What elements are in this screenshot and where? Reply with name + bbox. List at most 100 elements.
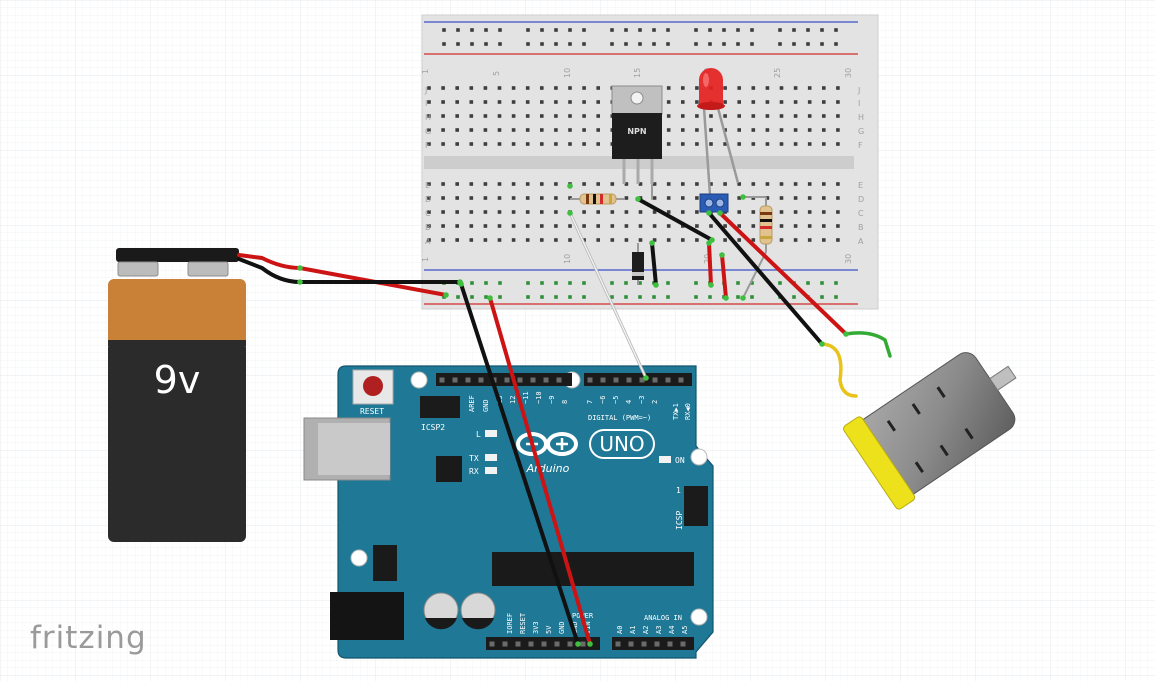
breadboard-hole <box>596 224 600 228</box>
resistor-horizontal[interactable] <box>570 193 625 205</box>
breadboard-hole <box>822 86 826 90</box>
breadboard-hole <box>624 238 629 242</box>
header-hole <box>667 641 673 647</box>
breadboard-hole <box>497 142 502 146</box>
battery-9v[interactable]: 9v <box>108 248 246 542</box>
breadboard-hole <box>765 100 770 104</box>
analog-header[interactable] <box>612 637 694 650</box>
pin-label-vin: VIN <box>584 621 592 634</box>
vin-wire-arduino <box>488 296 592 646</box>
row-letter-D-left: D <box>425 195 431 204</box>
breadboard-hole <box>511 128 516 132</box>
wire-end-marker <box>643 375 649 381</box>
breadboard-hole <box>694 42 698 46</box>
breadboard-hole <box>681 210 685 214</box>
wire-end-marker <box>843 331 849 337</box>
motor-wire-black <box>707 211 824 346</box>
breadboard-hole <box>596 86 600 90</box>
breadboard-hole <box>483 128 488 132</box>
breadboard-hole <box>666 295 670 299</box>
breadboard-hole <box>793 86 798 90</box>
row-letter-F-left: F <box>425 141 430 150</box>
breadboard-hole <box>638 295 642 299</box>
breadboard-hole <box>456 42 460 46</box>
wire-end-marker <box>567 210 573 216</box>
breadboard-hole <box>793 114 798 118</box>
breadboard-hole <box>441 114 445 118</box>
wire-end-marker <box>297 265 303 271</box>
breadboard-hole <box>779 142 784 146</box>
breadboard-hole <box>793 182 798 186</box>
breadboard-hole <box>455 210 459 214</box>
breadboard-hole <box>778 42 782 46</box>
col-number-15: 15 <box>633 68 642 78</box>
npn-transistor[interactable]: NPN <box>611 85 663 184</box>
breadboard-hole <box>554 42 558 46</box>
col-number-20-bottom: 20 <box>703 254 712 264</box>
breadboard-hole <box>750 281 754 285</box>
microcontroller-chip <box>492 552 694 586</box>
breadboard-hole <box>666 128 671 132</box>
pin-label-6: ~6 <box>599 396 607 404</box>
breadboard-hole <box>624 210 629 214</box>
header-holes-bottom <box>489 641 686 647</box>
breadboard-hole <box>427 210 431 214</box>
breadboard-hole <box>652 224 657 228</box>
breadboard-hole <box>469 224 474 228</box>
breadboard-hole <box>652 295 656 299</box>
breadboard-hole <box>455 182 459 186</box>
breadboard-hole <box>511 224 516 228</box>
breadboard-hole <box>540 142 544 146</box>
breadboard-hole <box>694 28 698 32</box>
breadboard-hole <box>624 182 629 186</box>
breadboard-hole <box>554 295 558 299</box>
resistor-vertical[interactable] <box>742 196 773 299</box>
breadboard-hole <box>695 238 699 242</box>
breadboard-hole <box>834 295 838 299</box>
breadboard-hole <box>427 196 431 200</box>
dc-motor[interactable] <box>842 332 1041 511</box>
led-rx <box>485 467 497 474</box>
breadboard-hole <box>427 224 431 228</box>
breadboard-hole <box>455 114 459 118</box>
breadboard-hole <box>793 196 798 200</box>
icsp-header <box>684 486 708 526</box>
breadboard-hole <box>441 182 445 186</box>
screw-terminal[interactable] <box>699 193 729 213</box>
breadboard-hole <box>737 128 741 132</box>
pin-label-10: ~10 <box>535 391 543 404</box>
header-hole <box>528 641 534 647</box>
breadboard-hole <box>822 142 826 146</box>
reset-button[interactable] <box>363 376 383 396</box>
breadboard-hole <box>751 86 756 90</box>
header-hole <box>517 377 523 383</box>
breadboard-hole <box>681 238 685 242</box>
wire-end-markers <box>297 183 849 647</box>
breadboard-hole <box>666 224 671 228</box>
breadboard-hole <box>737 196 741 200</box>
red-led[interactable] <box>697 68 740 196</box>
breadboard-hole <box>638 42 642 46</box>
breadboard-hole <box>681 86 685 90</box>
breadboard-hole <box>779 238 784 242</box>
wire-end-marker <box>819 341 825 347</box>
diode[interactable] <box>632 243 644 285</box>
breadboard-hole <box>483 182 488 186</box>
breadboard-hole <box>525 100 530 104</box>
col-number-1-bottom: 1 <box>421 257 430 262</box>
breadboard-hole <box>525 86 530 90</box>
breadboard-hole <box>442 28 446 32</box>
breadboard-hole <box>427 182 431 186</box>
breadboard-hole <box>736 281 740 285</box>
gnd-label: GND <box>482 399 490 412</box>
arduino-uno[interactable]: RESET ICSP2 AREF GND 13 12 ~11 ~10 ~9 8 <box>303 365 714 659</box>
breadboard-hole <box>455 196 459 200</box>
breadboard-hole <box>652 182 657 186</box>
header-hole <box>628 641 634 647</box>
breadboard-hole <box>540 100 544 104</box>
breadboard-hole <box>765 114 770 118</box>
breadboard-hole <box>779 224 784 228</box>
motor-lead-yellow <box>820 342 858 398</box>
breadboard-hole <box>638 238 643 242</box>
breadboard-hole <box>469 100 474 104</box>
